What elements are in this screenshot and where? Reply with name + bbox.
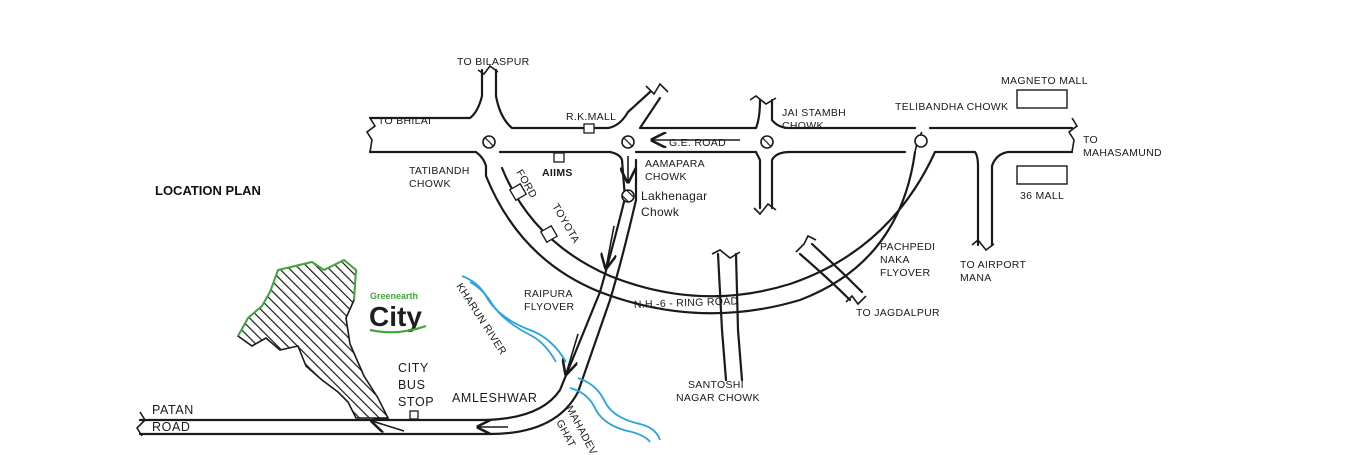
label-to-bilaspur: TO BILASPUR — [457, 56, 530, 68]
label-to-mahasamund-1: TO — [1083, 134, 1098, 146]
greenearth-city-logo: Greenearth City — [369, 291, 427, 334]
direction-arrows — [372, 140, 740, 431]
label-kharun-river: KHARUN RIVER — [453, 281, 508, 357]
label-patan-2: ROAD — [152, 420, 191, 434]
label-lakhenagar-2: Chowk — [641, 205, 680, 219]
mall36-box — [1016, 165, 1068, 185]
ge-road — [365, 64, 1079, 252]
label-aamapara-2: CHOWK — [645, 171, 687, 183]
label-aiims: AIIMS — [542, 167, 573, 179]
south-roads — [711, 234, 867, 382]
toyota-box — [539, 224, 559, 244]
label-raipura-1: RAIPURA — [524, 288, 573, 300]
roundabouts — [482, 135, 774, 203]
label-santoshi-1: SANTOSHI — [688, 379, 744, 391]
label-santoshi-2: NAGAR CHOWK — [676, 392, 760, 404]
logo-brand: Greenearth — [370, 291, 418, 301]
magneto-mall-box — [1016, 89, 1068, 109]
label-to-bhilai: TO BHILAI — [378, 115, 431, 127]
label-ge-road: G.E. ROAD — [669, 137, 726, 149]
rivers — [461, 275, 661, 443]
label-city-bus-1: CITY — [398, 361, 429, 375]
label-pachpedi-3: FLYOVER — [880, 267, 930, 279]
label-raipura-2: FLYOVER — [524, 301, 574, 313]
rk-mall-box — [583, 123, 595, 134]
aamapara-chowk-marker — [621, 135, 635, 149]
label-toyota: TOYOTA — [549, 202, 581, 246]
label-to-airport-2: MANA — [960, 272, 992, 284]
label-pachpedi-2: NAKA — [880, 254, 910, 266]
kharun-river-bank-2 — [469, 281, 557, 363]
mahadev-ghat-river-2 — [569, 387, 651, 443]
raipura-road — [135, 158, 638, 437]
city-bus-stop-box — [409, 410, 419, 420]
label-city-bus-3: STOP — [398, 395, 434, 409]
map-title: LOCATION PLAN — [155, 183, 261, 198]
aiims-box — [553, 152, 565, 163]
label-tatibandh-2: CHOWK — [409, 178, 451, 190]
map-labels: TO BILASPUR TO BHILAI R.K.MALL G.E. ROAD… — [152, 56, 1162, 455]
label-jai-stambh-1: JAI STAMBH — [782, 107, 846, 119]
label-patan-1: PATAN — [152, 403, 194, 417]
ford-box — [508, 182, 528, 202]
label-to-jagdalpur: TO JAGDALPUR — [856, 307, 940, 319]
buildings — [409, 89, 1068, 420]
lakhenagar-chowk-marker — [621, 189, 635, 203]
label-aamapara-1: AAMAPARA — [645, 158, 705, 170]
label-tatibandh-1: TATIBANDH — [409, 165, 470, 177]
label-rk-mall: R.K.MALL — [566, 111, 616, 123]
label-pachpedi-1: PACHPEDI — [880, 241, 935, 253]
label-telibandha: TELIBANDHA CHOWK — [895, 101, 1008, 113]
tatibandh-chowk-marker — [482, 135, 496, 149]
mahadev-ghat-river-1 — [577, 377, 661, 441]
label-magneto-mall: MAGNETO MALL — [1001, 75, 1088, 87]
label-amleshwar: AMLESHWAR — [452, 391, 538, 405]
jai-stambh-chowk-marker — [760, 135, 774, 149]
logo-name: City — [369, 301, 422, 332]
label-city-bus-2: BUS — [398, 378, 426, 392]
label-to-airport-1: TO AIRPORT — [960, 259, 1026, 271]
label-jai-stambh-2: CHOWK — [782, 120, 824, 132]
label-lakhenagar-1: Lakhenagar — [641, 189, 707, 203]
label-36-mall: 36 MALL — [1020, 190, 1064, 202]
label-ring-road: N.H.-6 - RING ROAD — [634, 295, 739, 311]
ring-road — [484, 131, 937, 315]
project-site — [236, 258, 390, 419]
label-to-mahasamund-2: MAHASAMUND — [1083, 147, 1162, 159]
